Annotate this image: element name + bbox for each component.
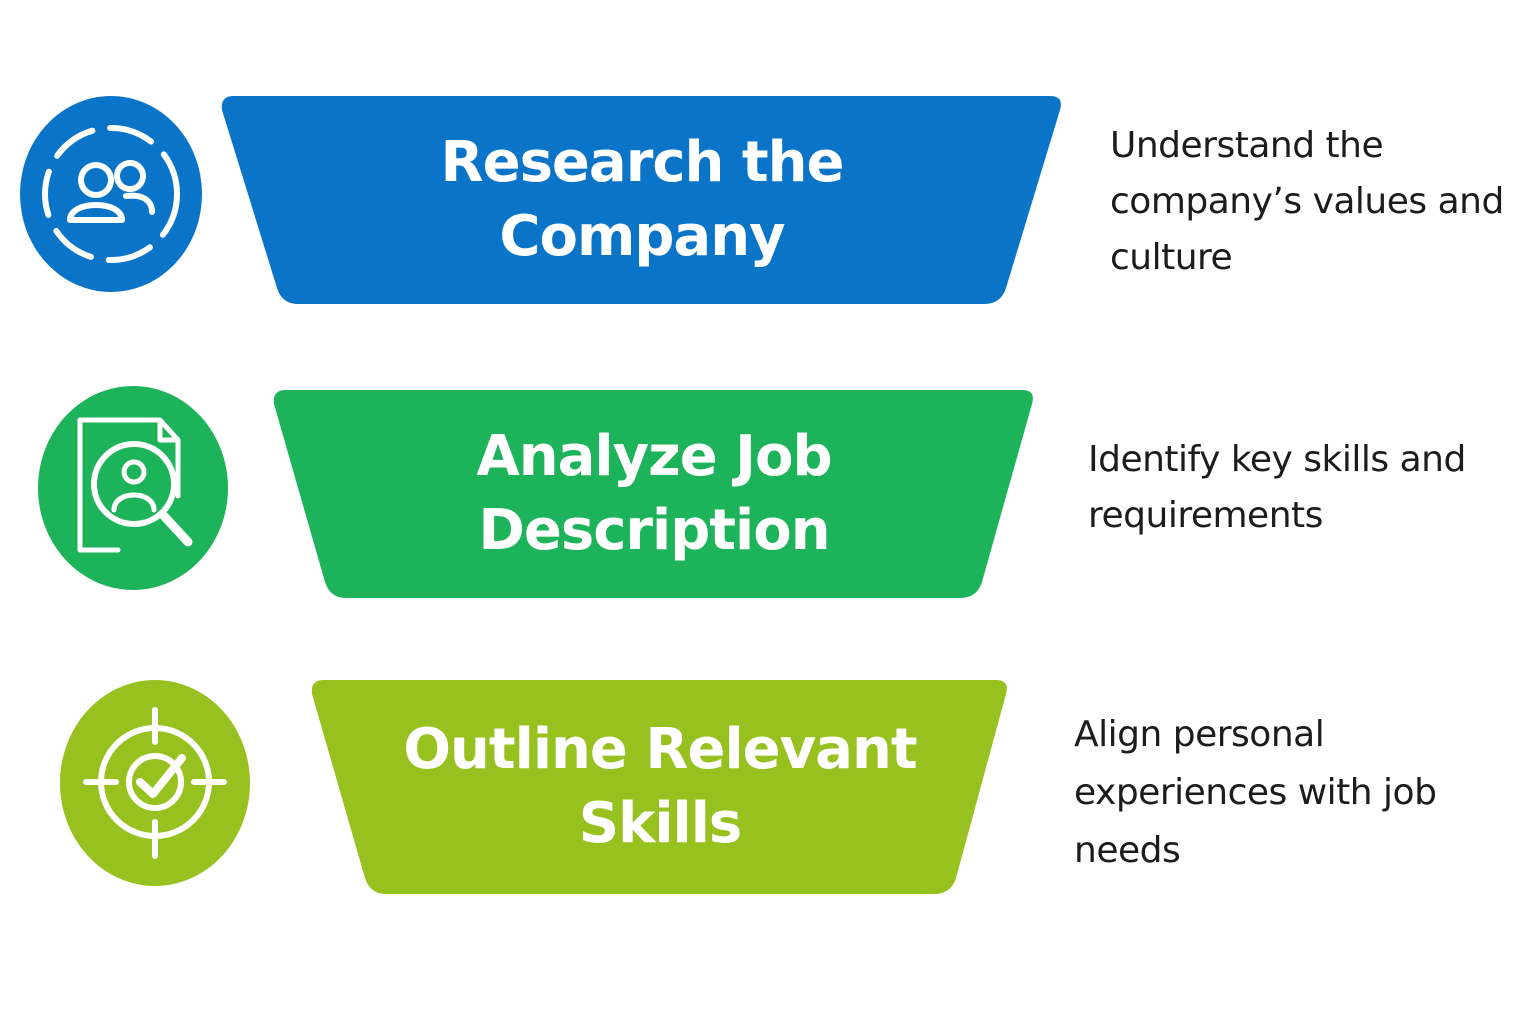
step-2-banner: Analyze Job Description (272, 390, 1036, 598)
step-1-description-line-2: company’s values and (1110, 181, 1504, 222)
step-1-description-line-3: culture (1110, 237, 1233, 278)
step-1-description-line-1: Understand the (1110, 125, 1384, 166)
step-1-icon-circle (20, 96, 202, 292)
step-3-description-line-1: Align personal (1074, 714, 1325, 755)
step-2-title: Analyze Job Description (476, 424, 832, 563)
step-1-description: Understand the company’s values and cult… (1110, 118, 1504, 286)
people-group-icon (20, 96, 202, 292)
step-1-title: Research the Company (440, 130, 845, 269)
step-3-description-line-2: experiences with job (1074, 772, 1437, 813)
step-2-description: Identify key skills and requirements (1088, 432, 1466, 544)
step-3-description-line-3: needs (1074, 830, 1181, 871)
step-1-banner: Research the Company (220, 96, 1064, 304)
document-search-person-icon (38, 386, 228, 590)
step-2-description-line-1: Identify key skills and (1088, 439, 1466, 480)
step-2-description-line-2: requirements (1088, 495, 1323, 536)
target-check-icon (60, 680, 250, 886)
step-3-banner: Outline Relevant Skills (310, 680, 1010, 894)
step-3-description: Align personal experiences with job need… (1074, 706, 1437, 880)
step-3-title: Outline Relevant Skills (403, 717, 917, 856)
step-2-icon-circle (38, 386, 228, 590)
step-3-icon-circle (60, 680, 250, 886)
